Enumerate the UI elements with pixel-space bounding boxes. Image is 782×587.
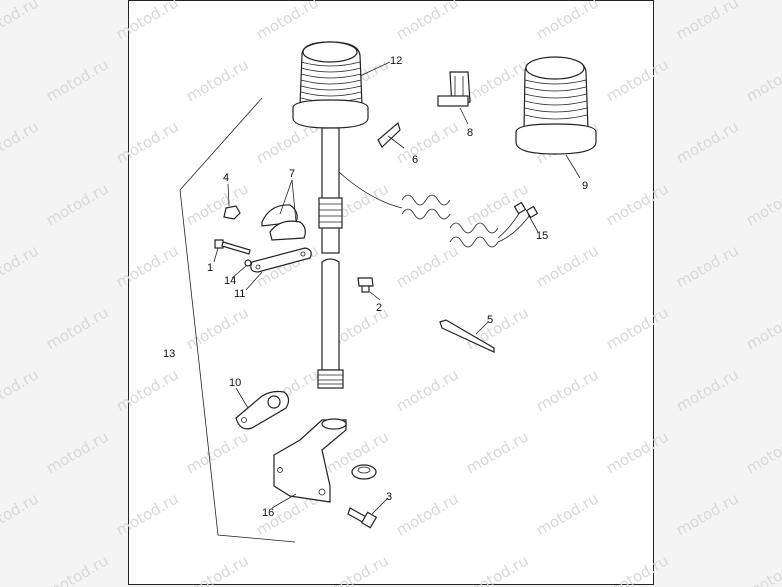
bolt-1 (214, 239, 251, 255)
watermark-text: motod.ru (673, 365, 742, 415)
callout-15: 15 (536, 230, 548, 242)
watermark-text: motod.ru (113, 0, 182, 43)
beacon-lamp-9 (515, 56, 597, 155)
watermark-text: motod.ru (743, 303, 782, 353)
watermark-text: motod.ru (673, 0, 742, 43)
watermark-text: motod.ru (393, 365, 462, 415)
callout-1: 1 (207, 262, 213, 274)
cable-tie-5 (439, 319, 495, 353)
callout-7: 7 (289, 168, 295, 180)
clamp-10 (235, 390, 290, 430)
watermark-text: motod.ru (183, 55, 252, 105)
callouts: 12 6 8 9 4 7 1 14 11 2 15 5 13 10 16 3 (163, 55, 588, 519)
watermark-text: motod.ru (393, 117, 462, 167)
watermark-text: motod.ru (113, 365, 182, 415)
bolt-3 (347, 507, 378, 529)
watermark-text: motod.ru (393, 241, 462, 291)
watermark-text: motod.ru (603, 427, 672, 477)
watermark-text: motod.ru (43, 551, 112, 587)
watermark-text: motod.ru (603, 179, 672, 229)
watermark-text: motod.ru (43, 427, 112, 477)
callout-2: 2 (376, 302, 382, 314)
callout-4: 4 (223, 172, 229, 184)
watermark-text: motod.ru (323, 551, 392, 587)
watermark-text: motod.ru (533, 0, 602, 43)
leader-lines (213, 61, 581, 515)
watermark-text: motod.ru (393, 0, 462, 43)
watermark-text: motod.ru (0, 117, 42, 167)
watermark-text: motod.ru (603, 551, 672, 587)
watermark-text: motod.ru (533, 241, 602, 291)
watermark-text: motod.ru (0, 241, 42, 291)
watermark-text: motod.ru (463, 55, 532, 105)
watermark-text: motod.ru (113, 489, 182, 539)
watermark-text: motod.ru (0, 0, 42, 43)
watermark-text: motod.ru (253, 0, 322, 43)
callout-12: 12 (390, 55, 402, 67)
watermark-text: motod.ru (0, 489, 42, 539)
watermark-text: motod.ru (183, 179, 252, 229)
watermark-text: motod.ru (43, 303, 112, 353)
bracket-8 (437, 71, 471, 107)
watermark-text: motod.ru (393, 489, 462, 539)
callout-8: 8 (467, 127, 473, 139)
callout-6: 6 (412, 154, 418, 166)
watermark-text: motod.ru (743, 55, 782, 105)
screw-2 (357, 277, 374, 293)
coiled-cord (338, 171, 531, 248)
mounting-bracket-16 (273, 418, 347, 503)
callout-11: 11 (234, 288, 245, 300)
watermark-text: motod.ru (183, 551, 252, 587)
watermark-text: motod.ru (603, 55, 672, 105)
clamp-7 (261, 204, 306, 241)
beacon-lamp-12 (292, 41, 369, 129)
watermark-text: motod.ru (743, 551, 782, 587)
watermark-text: motod.ru (743, 427, 782, 477)
watermark-text: motod.ru (673, 241, 742, 291)
watermark-text: motod.ru (43, 179, 112, 229)
assembly-bracket-13 (179, 97, 296, 543)
callout-3: 3 (386, 491, 392, 503)
watermark-text: motod.ru (533, 365, 602, 415)
bracket-11 (250, 247, 312, 273)
watermark-text: motod.ru (113, 241, 182, 291)
watermark-text: motod.ru (673, 489, 742, 539)
watermark-text: motod.ru (463, 303, 532, 353)
strap-6 (377, 121, 401, 148)
lock-nut (351, 464, 377, 480)
watermark-text: motod.ru (113, 117, 182, 167)
watermark-text: motod.ru (183, 427, 252, 477)
callout-16: 16 (262, 507, 274, 519)
callout-10: 10 (229, 377, 241, 389)
callout-13: 13 (163, 348, 175, 360)
callout-5: 5 (487, 314, 493, 326)
pole (317, 127, 344, 389)
watermark-text: motod.ru (0, 365, 42, 415)
watermark-text: motod.ru (533, 489, 602, 539)
connector-15 (513, 201, 539, 219)
watermark-text: motod.ru (463, 551, 532, 587)
washer-14 (244, 259, 252, 267)
callout-14: 14 (224, 275, 236, 287)
nut-4 (223, 205, 241, 220)
watermark-text: motod.ru (673, 117, 742, 167)
watermark-text: motod.ru (603, 303, 672, 353)
callout-9: 9 (582, 180, 588, 192)
watermark-text: motod.ru (43, 55, 112, 105)
watermark-text: motod.ru (743, 179, 782, 229)
watermark-text: motod.ru (463, 427, 532, 477)
